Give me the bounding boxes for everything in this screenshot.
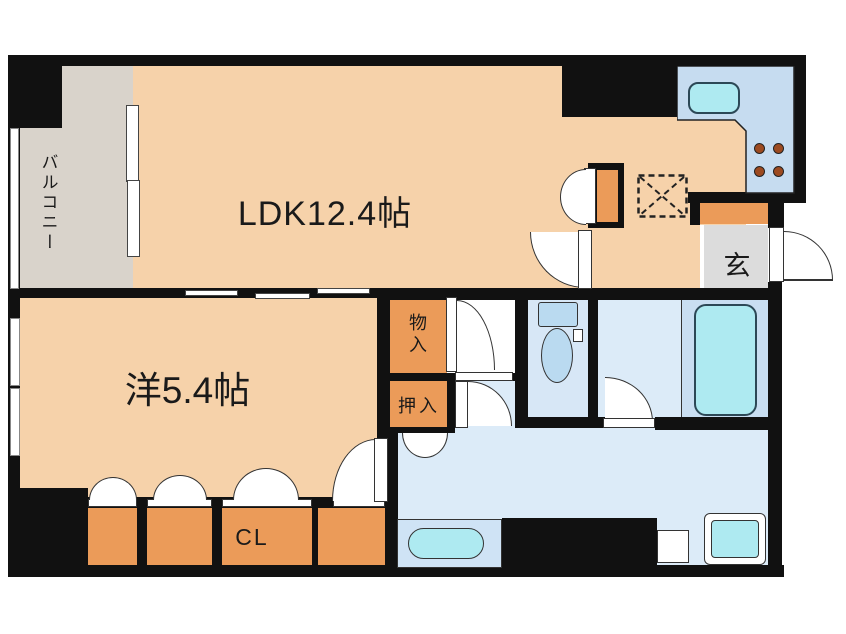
oshiire-box [390, 381, 447, 427]
storage-door-swing [457, 300, 495, 370]
ldk-storage-box [597, 170, 618, 222]
wall [388, 427, 455, 433]
closet-door-track [222, 499, 312, 507]
wall [515, 417, 605, 428]
balcony-sliding-window [126, 105, 139, 182]
hall-door-track [455, 372, 513, 381]
front-door-leaf [769, 227, 784, 282]
balcony-side-window [10, 128, 19, 289]
wall [8, 55, 806, 66]
entrance-step [700, 225, 704, 290]
front-door-open-line [769, 279, 833, 281]
closet-door-track [88, 499, 137, 507]
storage-door-leaf [446, 297, 457, 372]
label-oshiire: 押入 [398, 396, 440, 416]
wall [447, 381, 455, 427]
closet-box-cl [222, 507, 312, 565]
cabinet-box [657, 530, 689, 563]
washing-machine-pan-inner [711, 520, 759, 558]
closet-door-leaf [374, 438, 388, 502]
wall [137, 499, 147, 568]
stove-burner-icon [754, 166, 765, 177]
kitchen-sink [688, 82, 740, 114]
toilet-tank-icon [538, 302, 578, 327]
western-room-window [10, 318, 20, 386]
hall-door-leaf [455, 381, 468, 428]
wall [768, 203, 784, 228]
entrance-floor [704, 225, 768, 290]
pipe-space-block [502, 518, 657, 568]
washbasin [408, 528, 484, 559]
label-closet-cl: CL [235, 523, 269, 550]
wall [515, 300, 528, 428]
bathtub [694, 304, 757, 416]
stove-burner-icon [754, 143, 765, 154]
wall [312, 499, 318, 568]
western-room-window [10, 388, 20, 456]
room-label-ldk: LDK12.4帖 [237, 194, 413, 233]
label-storage: 物入 [407, 313, 427, 357]
shoe-cabinet [700, 203, 768, 224]
stove-burner-icon [773, 143, 784, 154]
wall [588, 300, 598, 428]
wall [390, 373, 447, 381]
closet-box-4 [318, 507, 385, 565]
closet-box-2 [147, 507, 212, 565]
wall [690, 193, 700, 225]
toilet-bowl-icon [541, 328, 573, 383]
balcony-sliding-window [127, 180, 140, 257]
toilet-flush-icon [573, 329, 583, 342]
closet-door-track [147, 499, 212, 507]
wall [388, 427, 398, 570]
ldk-door-leaf [578, 230, 592, 289]
wall [688, 192, 806, 203]
structural-block [12, 488, 88, 568]
room-label-western: 洋5.4帖 [124, 370, 251, 411]
wall [655, 417, 782, 430]
front-door-swing [784, 231, 833, 280]
storage-box [390, 300, 447, 373]
partition-sliding-panel [185, 290, 238, 296]
partition-sliding-panel [317, 288, 370, 294]
partition-sliding-panel [255, 293, 310, 299]
western-room-floor [20, 288, 390, 508]
wall [377, 288, 770, 300]
wall [212, 499, 222, 568]
stove-burner-icon [773, 166, 784, 177]
refrigerator-space [637, 174, 688, 218]
structural-block [562, 62, 677, 117]
label-entrance: 玄 [723, 250, 751, 281]
structural-block [12, 62, 62, 128]
washroom-door-leaf [603, 418, 655, 428]
wall [794, 55, 806, 203]
wall [8, 565, 784, 577]
wall [385, 499, 398, 568]
closet-box-1 [88, 507, 137, 565]
room-label-balcony: バルコニー [38, 153, 58, 253]
